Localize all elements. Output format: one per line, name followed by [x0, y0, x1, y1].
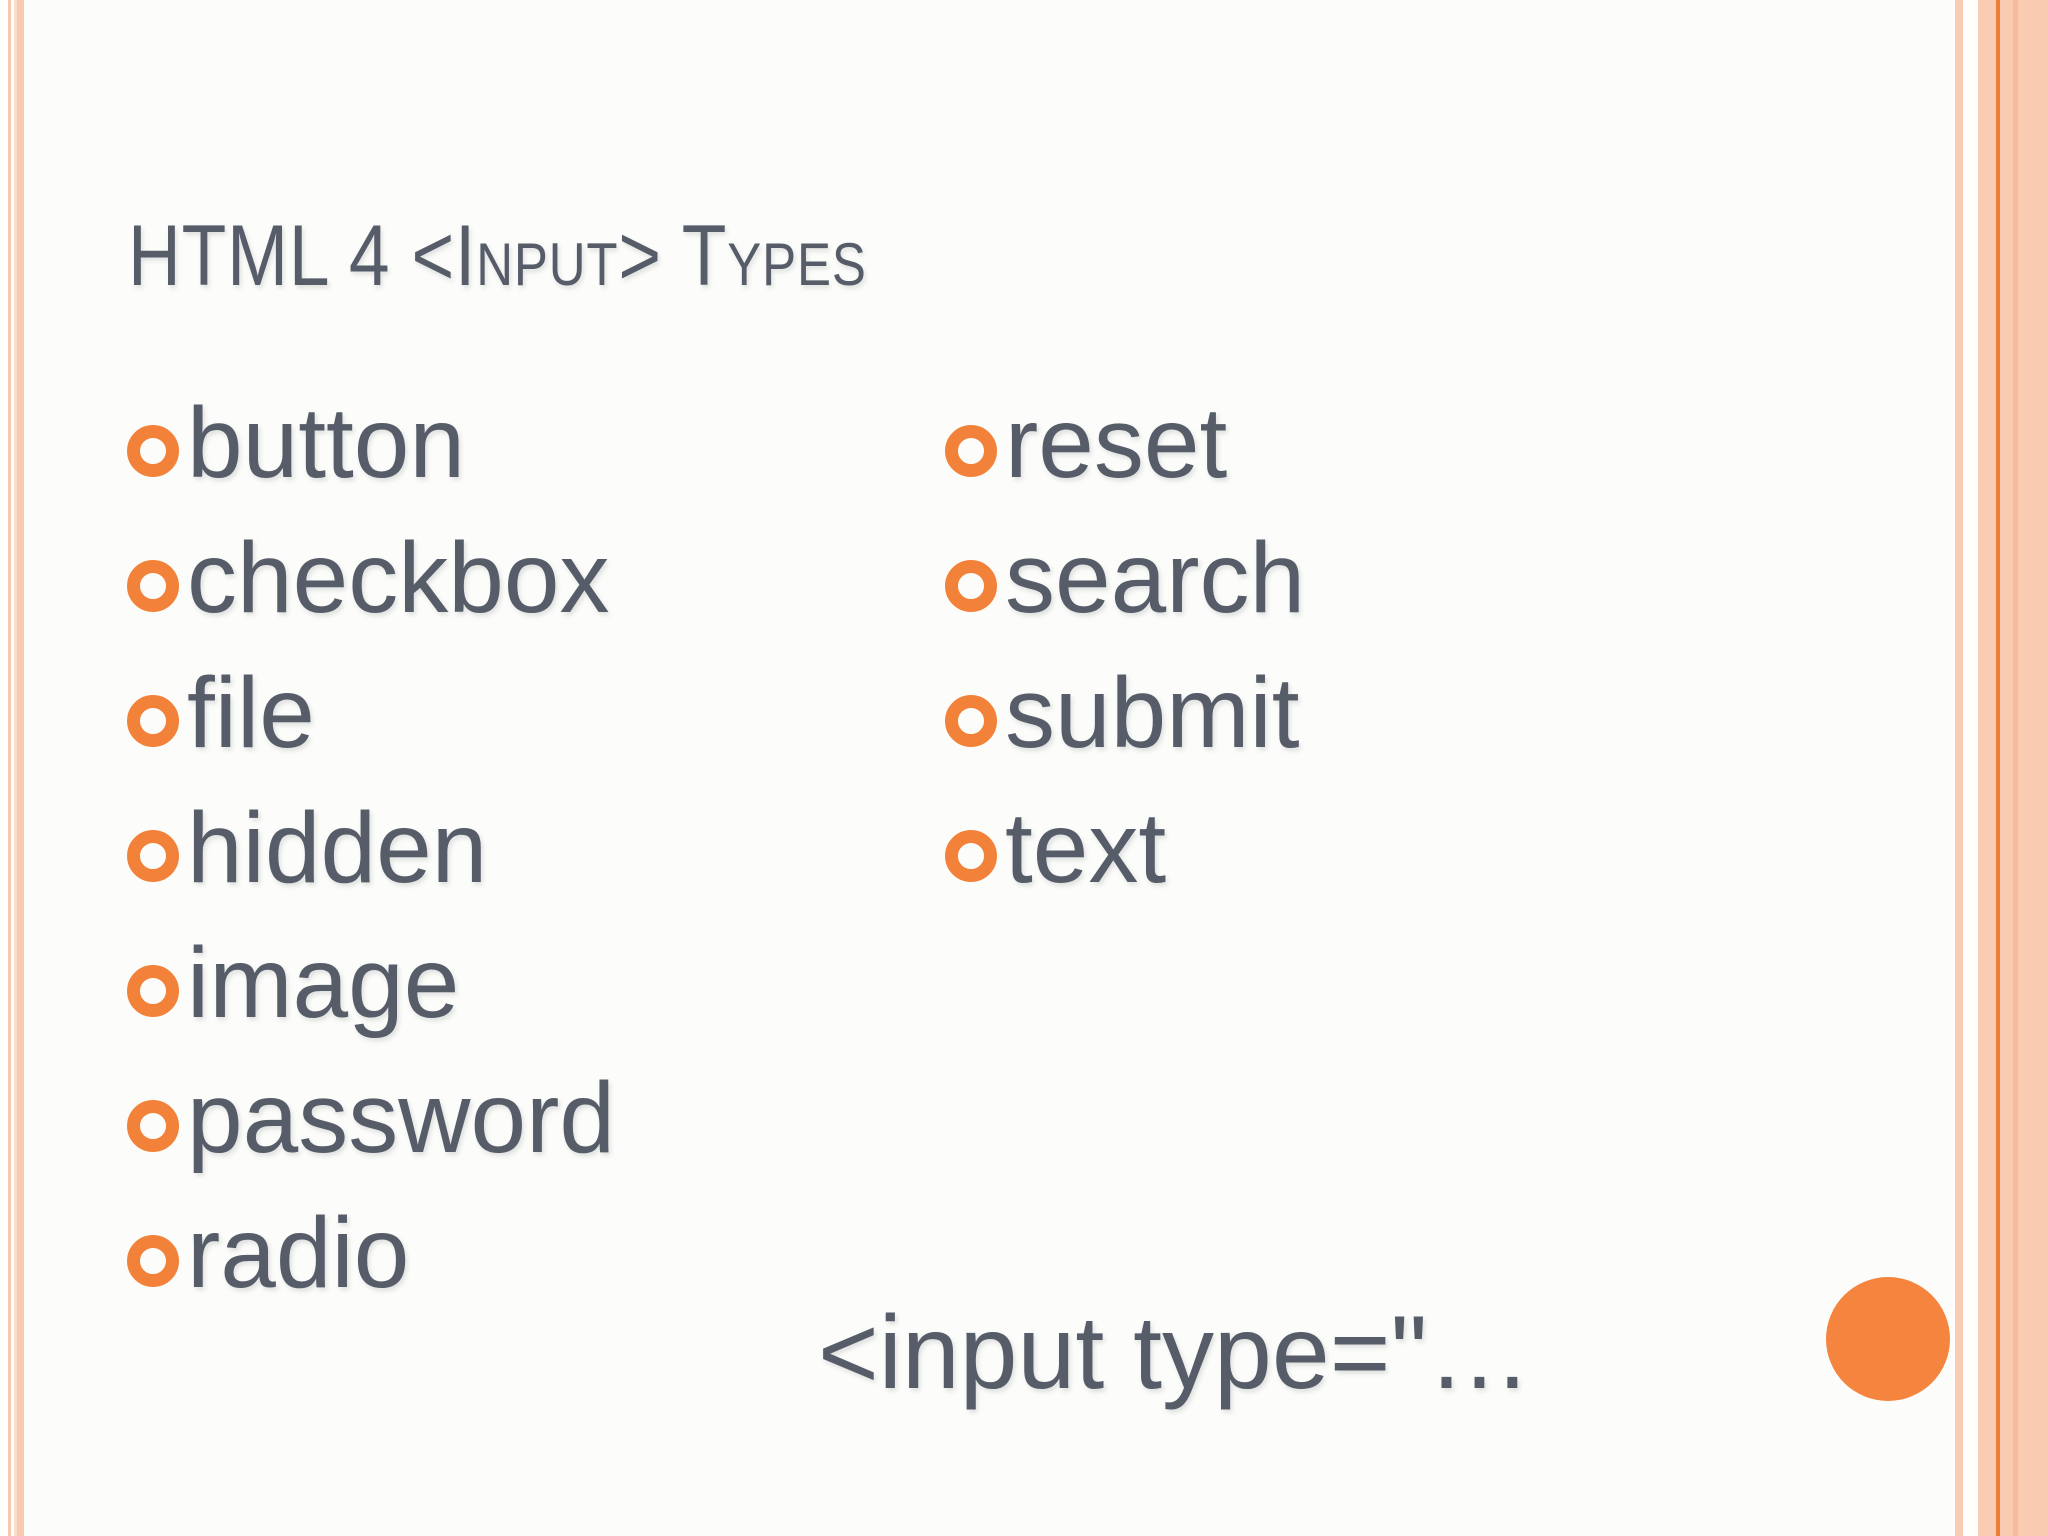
list-item-label: password — [187, 1062, 615, 1174]
bullet-circle-icon — [945, 425, 997, 477]
list-item: image — [127, 916, 615, 1051]
bullet-circle-icon — [945, 830, 997, 882]
left-border-stripes — [0, 0, 24, 1536]
bullet-circle-icon — [127, 425, 179, 477]
list-item-label: file — [187, 657, 315, 769]
list-item-label: reset — [1005, 387, 1228, 499]
list-item: search — [945, 511, 1305, 646]
list-item: hidden — [127, 781, 615, 916]
bullet-circle-icon — [127, 1235, 179, 1287]
list-item: reset — [945, 376, 1305, 511]
list-item: password — [127, 1051, 615, 1186]
input-types-list-left: button checkbox file hidden image passwo… — [127, 376, 615, 1321]
bullet-circle-icon — [127, 830, 179, 882]
list-item-label: search — [1005, 522, 1306, 634]
bullet-circle-icon — [945, 695, 997, 747]
bullet-circle-icon — [127, 1100, 179, 1152]
list-item: checkbox — [127, 511, 615, 646]
bullet-circle-icon — [127, 695, 179, 747]
list-item: radio — [127, 1186, 615, 1321]
list-item-label: image — [187, 927, 460, 1039]
list-item-label: text — [1005, 792, 1167, 904]
list-item-label: submit — [1005, 657, 1300, 769]
input-types-list-right: reset search submit text — [945, 376, 1305, 916]
accent-dot-icon — [1826, 1277, 1950, 1401]
list-item: file — [127, 646, 615, 781]
right-border-stripes — [1955, 0, 2048, 1536]
bullet-circle-icon — [127, 560, 179, 612]
list-item: submit — [945, 646, 1305, 781]
list-item: text — [945, 781, 1305, 916]
list-item-label: checkbox — [187, 522, 610, 634]
slide-title: HTML 4 <Input> Types — [128, 208, 867, 304]
list-item-label: hidden — [187, 792, 488, 904]
code-caption: <input type="… — [818, 1295, 1532, 1411]
bullet-circle-icon — [127, 965, 179, 1017]
list-item: button — [127, 376, 615, 511]
bullet-circle-icon — [945, 560, 997, 612]
list-item-label: radio — [187, 1197, 410, 1309]
list-item-label: button — [187, 387, 466, 499]
